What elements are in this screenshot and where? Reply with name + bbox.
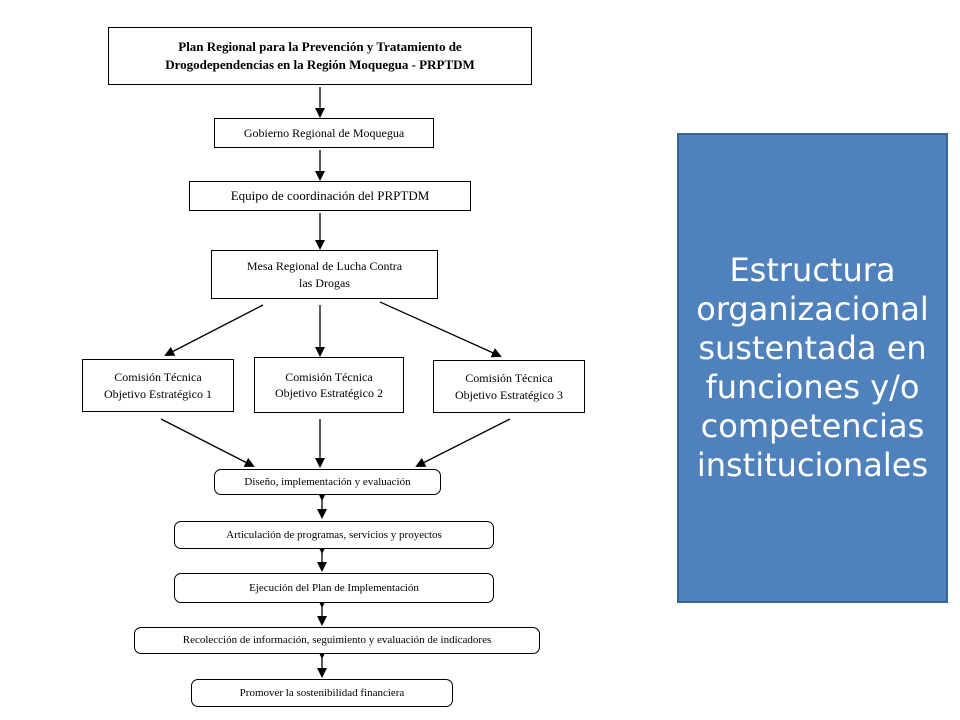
arrow-ot1-to-disenio [160,418,255,467]
comision-tecnica-3-box: Comisión Técnica Objetivo Estratégico 3 [433,360,585,413]
equipo-coordinacion-label: Equipo de coordinación del PRPTDM [230,188,430,204]
gobierno-regional-box: Gobierno Regional de Moquegua [214,118,434,148]
plan-title-line-2: Drogodependencias en la Región Moquegua … [165,57,475,72]
summary-line-1: Estructura [729,250,896,289]
plan-title-box: Plan Regional para la Prevención y Trata… [108,27,532,85]
summary-line-3: sustentada en [698,328,927,367]
arrow-ot3-to-disenio [415,418,511,467]
comision-3-line-1: Comisión Técnica [465,371,553,386]
summary-line-2: organizacional [696,289,929,328]
arrow-mesa-to-ot1 [164,304,264,356]
mesa-regional-line-2: las Drogas [298,275,350,290]
step-disenio-label: Diseño, implementación y evaluación [244,475,411,488]
summary-line-4: funciones y/o [705,368,920,406]
arrow-mesa-to-ot3 [379,301,502,358]
equipo-coordinacion-box: Equipo de coordinación del PRPTDM [189,181,471,211]
mesa-regional-box: Mesa Regional de Lucha Contra las Drogas [211,250,438,299]
comision-tecnica-1-box: Comisión Técnica Objetivo Estratégico 1 [82,359,234,412]
comision-2-line-2: Objetivo Estratégico 2 [275,386,383,400]
mesa-regional-line-1: Mesa Regional de Lucha Contra [246,259,403,274]
summary-line-5: competencias [700,407,925,446]
comision-1-line-1: Comisión Técnica [114,370,202,385]
comision-3-line-2: Objetivo Estratégico 3 [455,387,563,402]
step-ejecucion-label: Ejecución del Plan de Implementación [249,581,419,594]
step-articulacion-box: Articulación de programas, servicios y p… [174,521,494,549]
summary-line-6: institucionales [696,446,929,485]
step-sostenibilidad-label: Promover la sostenibilidad financiera [239,686,405,699]
step-disenio-box: Diseño, implementación y evaluación [214,469,441,495]
comision-2-line-1: Comisión Técnica [285,369,373,384]
step-articulacion-label: Articulación de programas, servicios y p… [226,528,442,541]
comision-1-line-2: Objetivo Estratégico 1 [104,386,212,401]
gobierno-regional-label: Gobierno Regional de Moquegua [243,125,405,140]
step-ejecucion-box: Ejecución del Plan de Implementación [174,573,494,603]
estructura-summary-panel: Estructura organizacional sustentada en … [677,133,948,603]
plan-title-line-1: Plan Regional para la Prevención y Trata… [178,39,462,55]
step-sostenibilidad-box: Promover la sostenibilidad financiera [191,679,453,707]
step-recoleccion-box: Recolección de información, seguimiento … [134,627,540,654]
comision-tecnica-2-box: Comisión Técnica Objetivo Estratégico 2 [254,357,404,413]
step-recoleccion-label: Recolección de información, seguimiento … [182,634,492,647]
